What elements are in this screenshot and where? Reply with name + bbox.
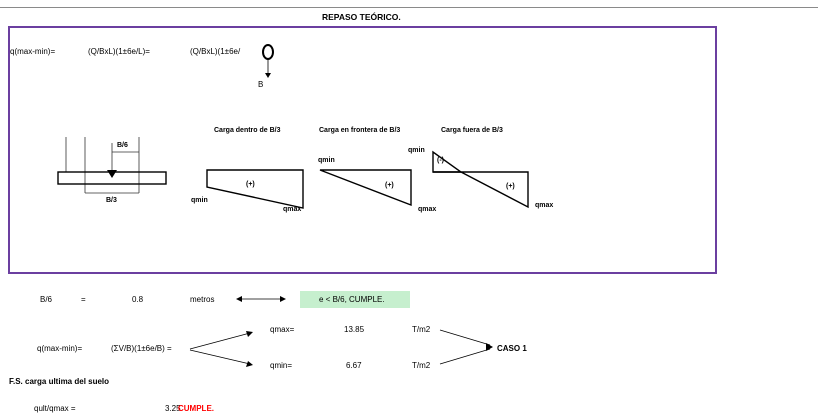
diagram-outside-neg-sign: (-) <box>437 157 444 164</box>
diagram-outside-pos-sign: (+) <box>506 183 515 190</box>
q-expression: (ΣV/B)(1±6e/B) = <box>111 344 172 353</box>
q-label: q(max-min)= <box>37 344 83 353</box>
theory-panel <box>8 26 717 274</box>
diagram-outside-qmax: qmax <box>535 202 554 209</box>
footing-sketch <box>57 137 167 194</box>
top-divider <box>0 7 818 8</box>
diagram-inside-sign: (+) <box>246 181 255 188</box>
qmin-unit: T/m2 <box>412 361 431 370</box>
b6-value: 0.8 <box>132 295 144 304</box>
eccentricity-check: e < B/6, CUMPLE. <box>319 295 385 304</box>
footing-b6-label: B/6 <box>117 142 128 149</box>
check-highlight <box>300 291 410 308</box>
diagram-outside-title: Carga fuera de B/3 <box>441 127 503 134</box>
diagram-boundary-qmin: qmin <box>318 157 335 164</box>
b6-label: B/6 <box>40 295 53 304</box>
diagram-boundary-sign: (+) <box>385 182 394 189</box>
diagram-outside-pos <box>460 171 529 209</box>
case-arrows <box>439 329 493 365</box>
page-title: REPASO TEÓRICO. <box>322 12 401 22</box>
b6-equals: = <box>81 295 86 304</box>
b6-unit: metros <box>190 295 215 304</box>
formula-rhs: (Q/BxL)(1±6e/ <box>190 47 241 56</box>
diagram-boundary-shape <box>319 169 412 207</box>
formula-lhs: q(max-min)= <box>10 47 56 56</box>
fs-heading: F.S. carga ultima del suelo <box>9 377 110 386</box>
branch-arrows <box>189 331 253 367</box>
diagram-boundary-qmax: qmax <box>418 206 437 213</box>
fs-status: CUMPLE. <box>178 404 214 413</box>
diagram-inside-qmin: qmin <box>191 197 208 204</box>
diagram-inside-qmax: qmax <box>283 206 302 213</box>
down-arrow-head <box>265 73 271 78</box>
formula-mid: (Q/BxL)(1±6e/L)= <box>88 47 150 56</box>
footing-b3-label: B/3 <box>106 197 117 204</box>
case-label: CASO 1 <box>497 344 527 353</box>
diagram-outside-qmin: qmin <box>408 147 425 154</box>
qmax-unit: T/m2 <box>412 325 431 334</box>
diagram-boundary-title: Carga en frontera de B/3 <box>319 127 401 134</box>
diagram-inside-title: Carga dentro de B/3 <box>214 127 281 134</box>
formula-b-label: B <box>258 80 264 89</box>
qmax-value: 13.85 <box>344 325 365 334</box>
fs-label: qult/qmax = <box>34 404 76 413</box>
qmin-label: qmin= <box>270 361 293 370</box>
highlight-circle <box>262 44 274 60</box>
qmax-label: qmax= <box>270 325 295 334</box>
double-arrow-icon <box>236 296 286 302</box>
fs-value: 3.25 <box>165 404 181 413</box>
qmin-value: 6.67 <box>346 361 362 370</box>
diagram-inside-shape <box>206 169 304 209</box>
